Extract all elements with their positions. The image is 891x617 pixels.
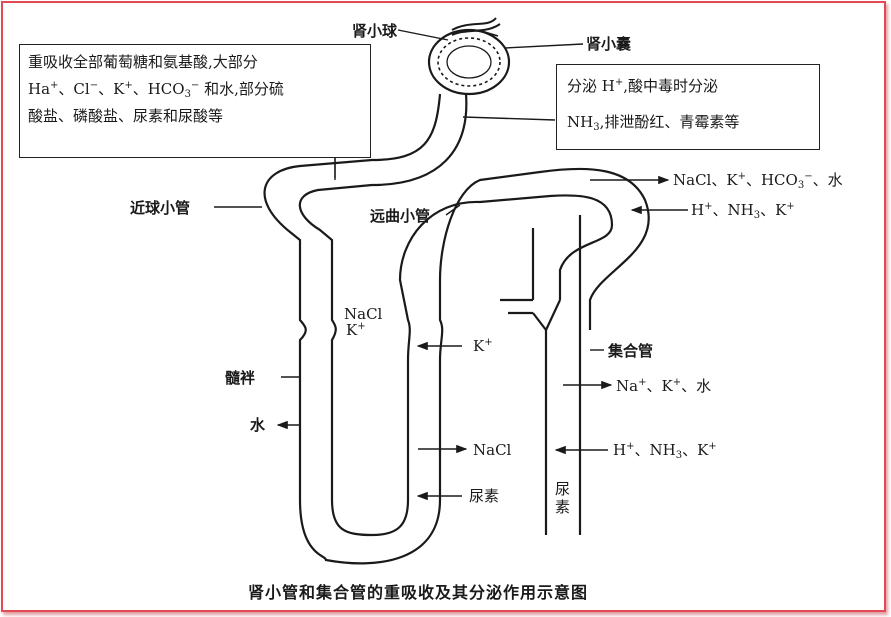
nacl-reabsorbed-label: NaCl [473, 441, 512, 459]
proximal-tubule-label: 近球小管 [130, 199, 191, 217]
bowman-capsule-label: 肾小囊 [586, 35, 632, 53]
left-box-line-2: Ha+、Cl−、K+、HCO3− 和水,部分硫 [28, 80, 284, 100]
collecting-duct-label: 集合管 [608, 342, 654, 360]
k-reabsorbed-label: K+ [473, 337, 493, 355]
tubule-outer-wall [263, 93, 650, 565]
duct-secreted-label: H+、NH3、K+ [613, 441, 717, 461]
urea-in-duct-label: 尿 素 [555, 480, 571, 516]
loop-label: 髓袢 [225, 369, 256, 387]
left-box-line-1: 重吸收全部葡萄糖和氨基酸,大部分 [28, 53, 258, 71]
tubule-inner-wall [298, 93, 614, 537]
distal-reabsorbed-label: NaCl、K+、HCO3−、水 [673, 171, 843, 191]
transport-arrows [276, 136, 688, 501]
right-box-line-1: 分泌 H+,酸中毒时分泌 [567, 77, 719, 95]
urea-label: 尿素 [469, 487, 500, 505]
glomerulus-label: 肾小球 [352, 22, 398, 40]
distal-tubule-label: 远曲小管 [370, 207, 431, 225]
distal-secreted-label: H+、NH3、K+ [691, 201, 795, 221]
duct-reabsorbed-label: Na+、K+、水 [616, 377, 712, 395]
glomerulus-drawing [427, 17, 511, 96]
right-box-line-2: NH3,排泄酚红、青霉素等 [567, 113, 740, 133]
proximal-reabsorption-box: 重吸收全部葡萄糖和氨基酸,大部分 Ha+、Cl−、K+、HCO3− 和水,部分硫… [19, 44, 371, 158]
ascending-nacl-label: NaCl [344, 305, 383, 323]
collecting-duct-drawing [500, 215, 582, 535]
secretion-box: 分泌 H+,酸中毒时分泌 NH3,排泄酚红、青霉素等 [556, 64, 820, 150]
water-out-label: 水 [250, 416, 266, 434]
left-box-line-3: 酸盐、磷酸盐、尿素和尿酸等 [28, 107, 224, 125]
ascending-k-label: K+ [346, 321, 366, 339]
figure-caption: 肾小管和集合管的重吸收及其分泌作用示意图 [248, 583, 589, 602]
